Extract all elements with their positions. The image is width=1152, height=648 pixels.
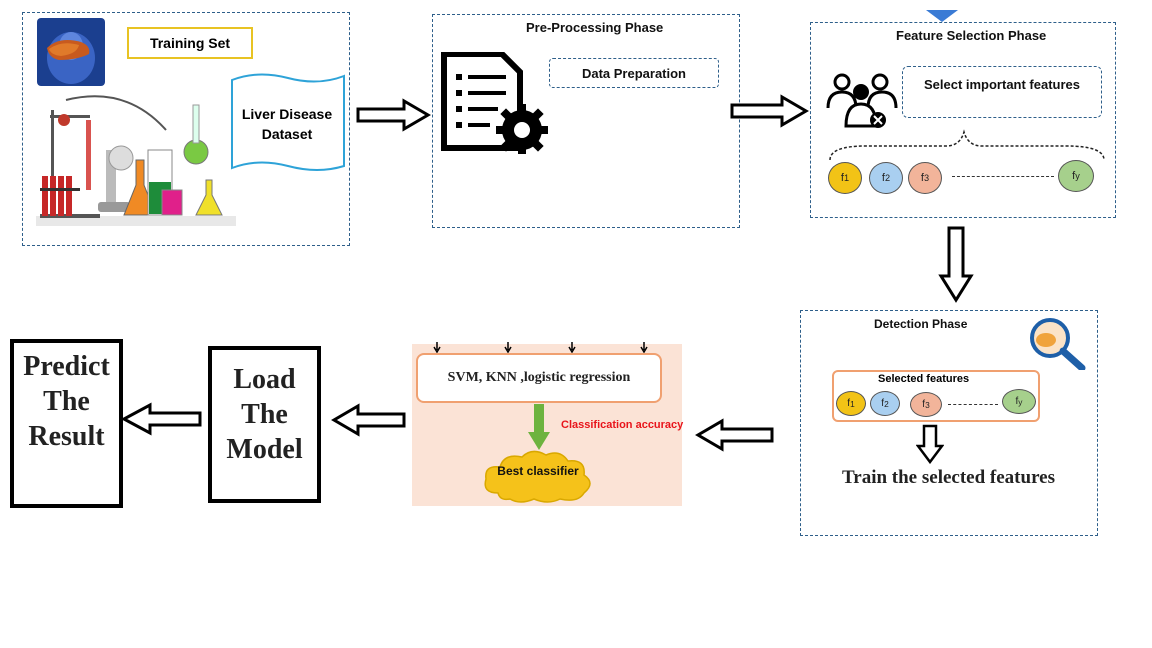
selected-features-box <box>832 370 1040 422</box>
lab-equipment-illustration <box>36 95 236 226</box>
select-features-text: Select important features <box>923 77 1081 92</box>
data-preparation-step: Data Preparation <box>549 58 719 88</box>
best-classifier-label: Best classifier <box>497 464 579 478</box>
load-model-line1: Load <box>233 364 296 395</box>
curly-bracket <box>829 129 1105 161</box>
arrow-right-icon <box>356 98 431 132</box>
load-model-box: Load The Model <box>208 346 321 503</box>
load-model-line3: Model <box>226 434 303 465</box>
training-set-text: Training Set <box>149 35 231 51</box>
classifier-models-box: SVM, KNN ,logistic regression <box>416 353 662 403</box>
feature-selection-title: Feature Selection Phase <box>896 28 1047 43</box>
people-group-icon <box>826 73 898 128</box>
detection-panel <box>800 310 1098 536</box>
preprocessing-title: Pre-Processing Phase <box>526 20 664 35</box>
training-set-panel <box>22 12 350 246</box>
data-preparation-text: Data Preparation <box>581 65 687 81</box>
predict-line1: Predict <box>23 351 110 382</box>
training-set-label: Training Set <box>127 27 253 59</box>
arrow-right-icon <box>730 94 809 128</box>
green-arrow-down-icon <box>528 404 550 450</box>
feature-ellipsis-line <box>952 176 1054 177</box>
detection-title: Detection Phase <box>874 317 968 331</box>
liver-anatomy-icon <box>37 18 105 86</box>
dataset-document-shape <box>231 73 345 171</box>
preprocessing-panel <box>432 14 740 228</box>
train-selected-label: Train the selected features <box>842 467 1055 488</box>
classifier-models-text: SVM, KNN ,logistic regression <box>447 370 631 385</box>
down-triangle-marker <box>926 10 958 22</box>
arrow-down-icon <box>916 424 944 464</box>
arrow-left-icon <box>695 418 774 452</box>
document-gear-icon <box>441 52 548 154</box>
classification-accuracy-label: Classification accuracy <box>561 419 684 431</box>
predict-line3: Result <box>28 421 105 452</box>
magnifier-icon <box>1030 318 1086 370</box>
load-model-line2: The <box>241 399 288 430</box>
predict-result-box: Predict The Result <box>10 339 123 508</box>
best-classifier-cloud <box>484 450 591 503</box>
dataset-line2: Dataset <box>261 126 313 142</box>
feature-selection-panel <box>810 22 1116 218</box>
dataset-line1: Liver Disease <box>241 106 333 122</box>
arrow-down-icon <box>938 226 974 303</box>
select-features-step: Select important features <box>902 66 1102 118</box>
predict-line2: The <box>43 386 90 417</box>
arrow-left-icon <box>331 403 406 437</box>
dataset-label: Liver Disease Dataset <box>232 104 342 144</box>
selected-feature-ellipsis <box>948 404 998 405</box>
selected-features-label: Selected features <box>878 373 970 385</box>
arrow-left-icon <box>120 402 202 436</box>
input-arrows <box>433 342 648 354</box>
